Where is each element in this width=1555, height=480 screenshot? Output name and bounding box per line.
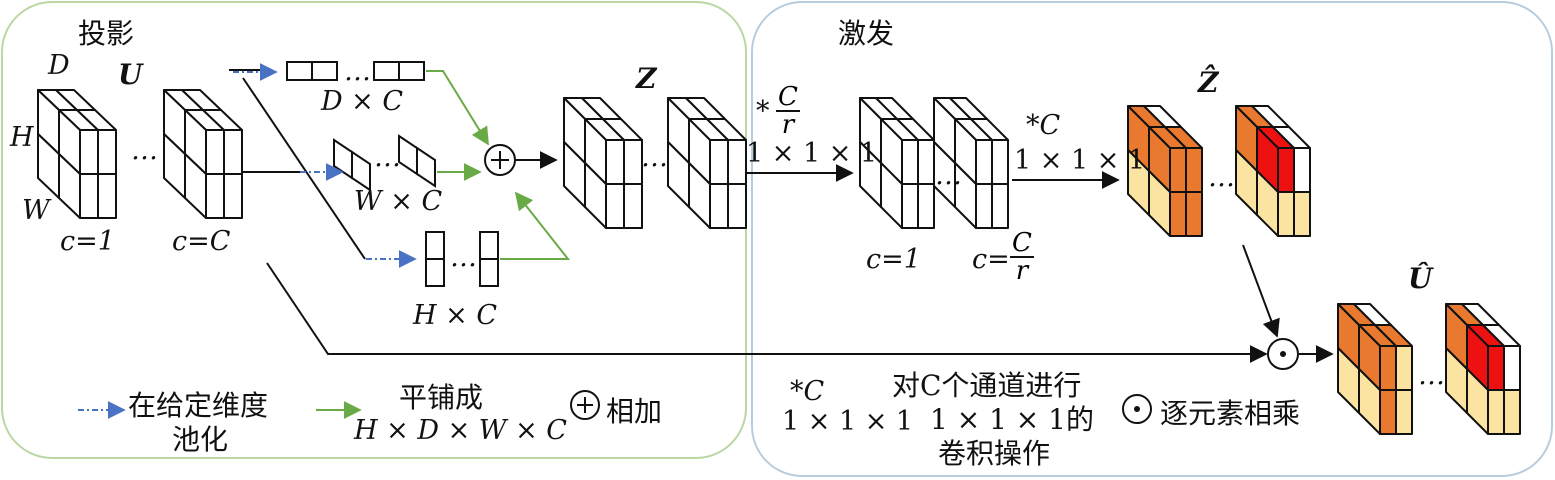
- tensor-uhat-label: Û: [1408, 262, 1433, 295]
- ellipsis: …: [344, 56, 371, 87]
- ellipsis: …: [935, 160, 962, 191]
- ellipsis: …: [641, 142, 668, 173]
- legend-add-icon: [570, 390, 600, 420]
- dim-w-label: W: [22, 195, 50, 226]
- conv2-star: *C: [1026, 110, 1061, 141]
- add-operator-icon: [484, 144, 516, 176]
- channel-last-label: c=C: [172, 226, 231, 257]
- excite-cube-last: [933, 97, 1009, 229]
- excite-channel-first-label: c=1: [866, 244, 921, 275]
- dim-d-label: D: [48, 50, 70, 81]
- legend-tile-text: 平铺成: [399, 381, 484, 414]
- cube-group: [37, 89, 1521, 435]
- legend-tile-shape: H × D × W × C: [354, 415, 567, 446]
- excite-channel-last-prefix: c=: [972, 244, 1010, 275]
- pool-hc-label: H × C: [413, 300, 497, 331]
- legend-conv-desc-1: 对C个通道进行: [892, 369, 1082, 402]
- skip-connection-line: [266, 262, 1268, 363]
- pooled-strip-wc: [333, 134, 436, 192]
- ellipsis: …: [1418, 360, 1445, 391]
- legend-pool-text-2: 池化: [172, 423, 229, 456]
- zhat-cube-last: [1235, 105, 1311, 237]
- conv1-kernel: 1 × 1 × 1: [746, 138, 878, 169]
- excite-frac-den: r: [1015, 256, 1029, 286]
- pooled-strip-hc: [425, 231, 499, 287]
- arrow-zhat-to-mult: [1242, 244, 1280, 338]
- ellipsis: …: [131, 135, 158, 166]
- uhat-cube-first: [1337, 303, 1413, 435]
- tensor-zhat-label: Ẑ: [1198, 66, 1219, 99]
- ellipsis: …: [1208, 162, 1235, 193]
- ellipsis: …: [374, 142, 401, 173]
- legend-conv-desc-3: 卷积操作: [938, 437, 1051, 470]
- dim-h-label: H: [10, 122, 34, 153]
- conv1-frac-num: C: [776, 82, 800, 112]
- input-cube-first: [37, 89, 117, 219]
- excitation-panel: [751, 1, 1553, 477]
- multiply-operator-icon: [1267, 338, 1299, 370]
- tile-arrow-hc: [500, 191, 571, 260]
- z-cube-last: [667, 97, 747, 229]
- pool-wc-label: W × C: [353, 186, 443, 217]
- legend-pool-text-1: 在给定维度: [128, 389, 269, 422]
- excite-frac-num: C: [1010, 228, 1034, 258]
- legend-multiply-icon: [1122, 394, 1152, 424]
- conv1-fraction: C r: [776, 84, 800, 138]
- tensor-u-label: U: [118, 58, 143, 91]
- legend-conv-desc-2: 1 × 1 × 1的: [930, 403, 1094, 436]
- section-title-excitation: 激发: [838, 17, 895, 50]
- ellipsis: …: [450, 242, 477, 273]
- excite-cube-first: [859, 97, 935, 229]
- legend-add-text: 相加: [606, 395, 663, 428]
- z-cube-first: [563, 97, 643, 229]
- conv1-frac-den: r: [781, 110, 795, 140]
- legend-conv-kernel: 1 × 1 × 1: [782, 406, 914, 437]
- uhat-cube-last: [1445, 303, 1521, 435]
- channel-first-label: c=1: [60, 226, 115, 257]
- pooled-strip-dc: [286, 61, 425, 81]
- conv1-star: *: [756, 96, 770, 127]
- pool-dc-label: D × C: [320, 86, 404, 117]
- excite-channel-fraction: C r: [1010, 230, 1034, 284]
- zhat-cube-first: [1127, 105, 1203, 237]
- input-cube-last: [163, 89, 243, 219]
- tile-arrow-dc: [426, 70, 489, 146]
- section-title-projection: 投影: [78, 17, 135, 50]
- legend-mult-text: 逐元素相乘: [1160, 397, 1301, 430]
- legend-conv-star: *C: [790, 376, 825, 407]
- projection-panel: [1, 1, 747, 459]
- tensor-z-label: Z: [636, 62, 657, 95]
- diag-line-to-hc: [242, 77, 366, 260]
- conv2-kernel: 1 × 1 × 1: [1014, 145, 1146, 176]
